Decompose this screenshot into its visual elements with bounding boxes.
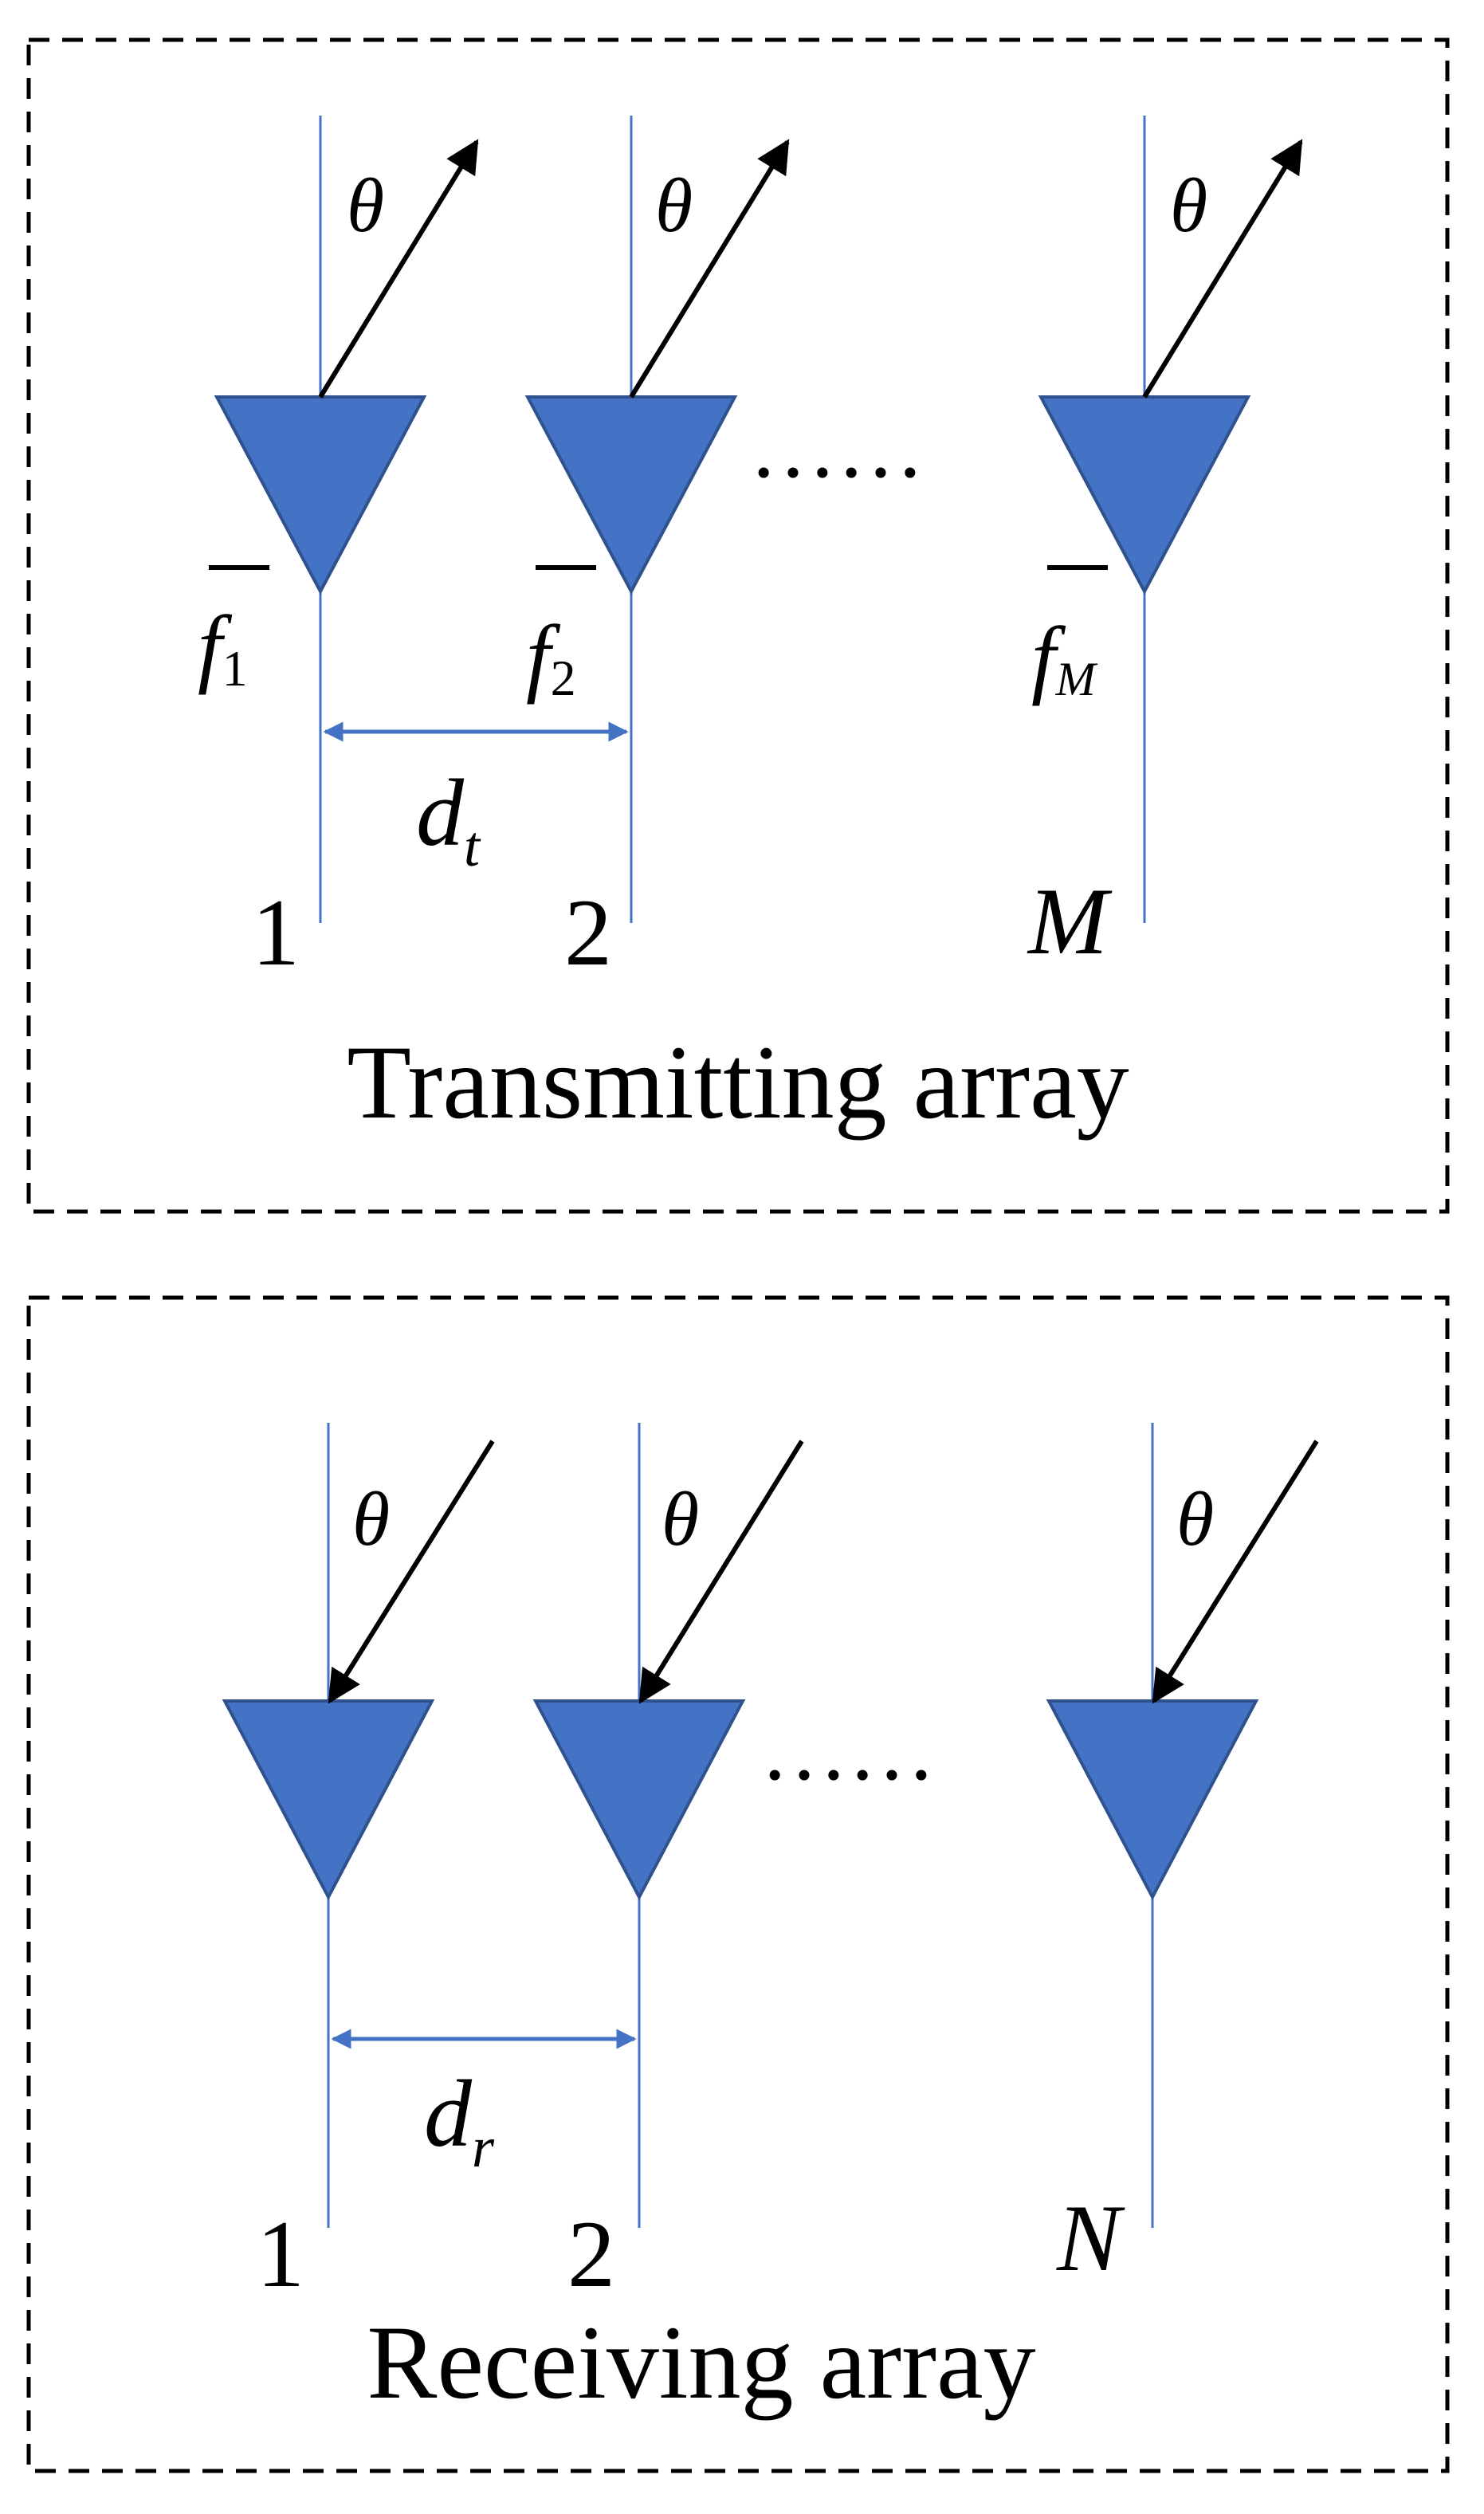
tx-element-m: θ fM M	[1027, 116, 1303, 974]
tx-freq-1-label: f1	[198, 598, 248, 697]
rx-element-2: θ 2	[532, 1423, 804, 2307]
transmitting-array-frame	[26, 37, 1450, 1214]
tx-antenna-m-icon	[1038, 395, 1251, 595]
rx-antenna-2-icon	[532, 1699, 746, 1901]
tx-index-1-label: 1	[252, 879, 300, 985]
tx-element-2: θ f2 2	[524, 116, 790, 985]
rx-element-1: θ 1	[222, 1423, 495, 2307]
rx-element-n: θ N	[1046, 1423, 1319, 2291]
tx-beam-m-arrow	[1142, 139, 1303, 399]
rx-index-2-label: 2	[567, 2201, 615, 2307]
tx-beam-2-arrow	[629, 139, 790, 399]
tx-antenna-2-icon	[524, 395, 738, 595]
rx-antenna-1-icon	[222, 1699, 435, 1901]
rx-spacing-sub: r	[472, 2115, 495, 2179]
rx-antenna-n-icon	[1046, 1699, 1259, 1901]
rx-index-1-label: 1	[257, 2201, 304, 2307]
rx-beam-1-arrow	[328, 1440, 495, 1704]
rx-ellipsis: ……	[760, 1701, 936, 1798]
rx-spacing-base: d	[424, 2060, 473, 2166]
rx-angle-2-label: θ	[662, 1476, 699, 1561]
tx-angle-m-label: θ	[1170, 163, 1207, 248]
tx-freq-m-sub: M	[1055, 653, 1098, 705]
tx-freq-1-sub: 1	[222, 640, 248, 697]
tx-ellipsis: ……	[749, 399, 925, 496]
tx-antenna-1-icon	[214, 395, 427, 595]
rx-caption: Receiving array	[367, 2304, 1035, 2421]
tx-caption: Transmitting array	[347, 1023, 1129, 1141]
tx-spacing-label: dt	[416, 760, 481, 878]
rx-beam-n-arrow	[1152, 1440, 1319, 1704]
tx-angle-1-label: θ	[347, 163, 384, 248]
tx-spacing-sub: t	[464, 815, 481, 878]
rx-spacing-label: dr	[424, 2060, 495, 2179]
receiving-array-frame	[26, 1295, 1450, 2473]
tx-beam-1-arrow	[318, 139, 479, 399]
rx-beam-2-arrow	[638, 1440, 804, 1704]
tx-freq-2-label: f2	[526, 607, 576, 706]
tx-spacing-base: d	[416, 760, 465, 866]
rx-index-n-label: N	[1056, 2185, 1125, 2291]
tx-freq-m-label: fM	[1031, 609, 1098, 706]
rx-angle-1-label: θ	[352, 1476, 390, 1561]
tx-index-m-label: M	[1027, 868, 1113, 974]
rx-angle-n-label: θ	[1176, 1476, 1214, 1561]
tx-index-2-label: 2	[564, 879, 612, 985]
receiving-array-panel: θ 1 θ 2 …… θ N dr Receiving array	[26, 1295, 1450, 2473]
transmitting-array-panel: θ f1 1 θ f2 2 …… θ	[26, 37, 1450, 1214]
tx-freq-2-sub: 2	[551, 650, 576, 706]
tx-angle-2-label: θ	[655, 163, 693, 248]
